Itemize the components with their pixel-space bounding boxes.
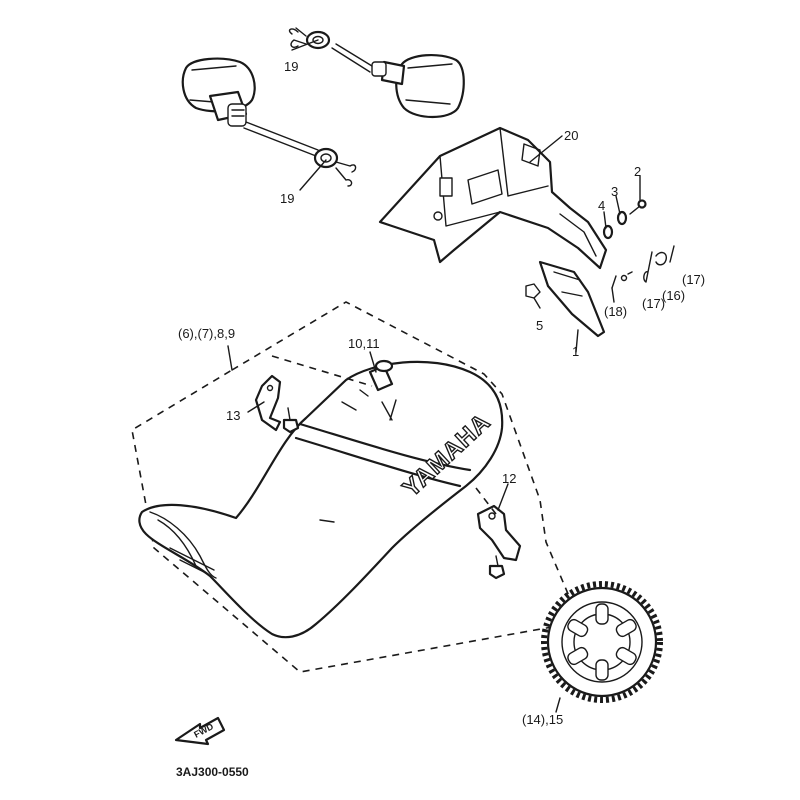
callout-20: 20 xyxy=(564,128,578,143)
rear-sprocket xyxy=(541,581,663,703)
arrow-left-icon xyxy=(174,716,226,746)
turn-signal-lower xyxy=(181,57,256,127)
callout-4: 4 xyxy=(598,198,605,213)
hook-alignment-line xyxy=(271,355,373,387)
washer-3 xyxy=(616,210,628,226)
fender-bracket xyxy=(378,126,608,270)
callout-17-right: (17) xyxy=(682,272,705,287)
callout-12: 12 xyxy=(502,471,516,486)
seat-assembly-boundary xyxy=(131,301,582,673)
callout-16: (16) xyxy=(662,288,685,303)
nut-5 xyxy=(525,283,541,299)
leader-lines-upper xyxy=(291,39,641,353)
bolt-2 xyxy=(629,199,647,215)
callout-19-upper: 19 xyxy=(284,59,298,74)
callout-13: 13 xyxy=(226,408,240,423)
small-parts-16-18 xyxy=(611,245,675,289)
seat xyxy=(138,360,504,639)
callout-17-left: (17) xyxy=(642,296,665,311)
bolt-seat-upper xyxy=(282,407,300,434)
callout-14-15: (14),15 xyxy=(522,712,563,727)
reflector xyxy=(538,260,606,338)
drawing-code: 3AJ300-0550 xyxy=(176,765,249,779)
callout-6-7-8-9: (6),(7),8,9 xyxy=(178,326,235,341)
washer-4 xyxy=(602,224,614,240)
leader-lines-seat xyxy=(227,345,561,713)
seat-bracket-12 xyxy=(476,504,522,562)
callout-1: 1 xyxy=(572,344,579,359)
callout-10-11: 10,11 xyxy=(348,336,380,351)
callout-19-lower: 19 xyxy=(280,191,294,206)
bolt-seat-lower xyxy=(488,555,506,580)
turn-signal-upper xyxy=(371,54,465,118)
callout-2: 2 xyxy=(634,164,641,179)
bracket-alignment-line xyxy=(475,487,497,515)
grommet-upper xyxy=(288,27,373,73)
callout-3: 3 xyxy=(611,184,618,199)
callout-5: 5 xyxy=(536,318,543,333)
seat-bracket-13 xyxy=(254,374,282,432)
callout-18: (18) xyxy=(604,304,627,319)
grommet-lower xyxy=(243,121,357,187)
